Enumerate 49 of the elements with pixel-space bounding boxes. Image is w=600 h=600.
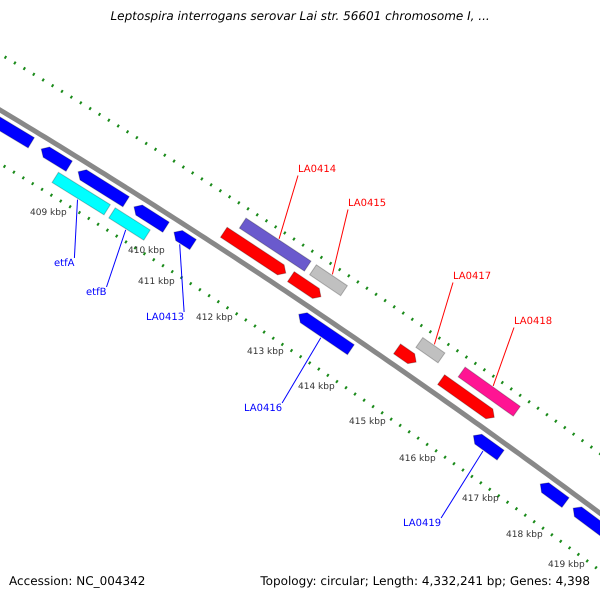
gene-label: LA0417 [453, 271, 492, 282]
gene-label: LA0414 [298, 164, 336, 176]
gene-label: LA0418 [514, 316, 552, 328]
gene-block [286, 270, 322, 299]
scale-label: 410 kbp [128, 246, 165, 256]
gene-block [173, 230, 197, 250]
footer-text: Topology: circular; Length: 4,332,241 bp; Genes: 4,398 [260, 575, 590, 589]
scale-label: 413 kbp [247, 347, 284, 358]
scale-label: 416 kbp [399, 454, 436, 464]
gene-block [51, 172, 112, 216]
leader-line [278, 175, 298, 240]
gene-block [415, 336, 446, 364]
gene-block [40, 146, 73, 172]
leader-line [106, 229, 126, 288]
gene-label: etfA [54, 258, 74, 270]
gene-label: LA0415 [348, 198, 386, 210]
scale-label: 415 kbp [349, 417, 386, 428]
gene-block [540, 482, 570, 508]
scale-label: 412 kbp [196, 313, 233, 324]
scale-label: 417 kbp [462, 494, 499, 504]
gene-block [298, 312, 355, 356]
gene-block [78, 169, 130, 208]
title: Leptospira interrogans serovar Lai str. 56601 chromosome I, ... [110, 10, 490, 24]
leader-line [74, 199, 78, 258]
gene-label: LA0419 [403, 518, 442, 530]
scale-label: 411 kbp [138, 277, 175, 288]
gene-block [108, 207, 151, 241]
gene-label: LA0416 [244, 403, 282, 414]
leader-line [332, 209, 348, 275]
gene-block [472, 434, 505, 461]
gene-block [220, 226, 286, 276]
footer-text: Accession: NC_004342 [9, 575, 146, 589]
leader-line [179, 244, 185, 312]
gene-block [457, 366, 521, 417]
leader-line [492, 327, 514, 386]
scale-label: 414 kbp [298, 382, 335, 392]
leader-line [434, 282, 454, 345]
gene-label: etfB [86, 287, 106, 298]
gene-block [436, 374, 495, 420]
scale-label: 419 kbp [548, 560, 585, 570]
gene-block [238, 217, 312, 272]
gene-label: LA0413 [146, 312, 184, 324]
leader-line [282, 337, 322, 404]
leader-line [440, 450, 484, 518]
scale-label: 409 kbp [30, 208, 67, 218]
scale-label: 418 kbp [506, 530, 543, 540]
gene-block [133, 204, 170, 233]
gene-block [308, 264, 348, 296]
gene-block [392, 343, 417, 364]
